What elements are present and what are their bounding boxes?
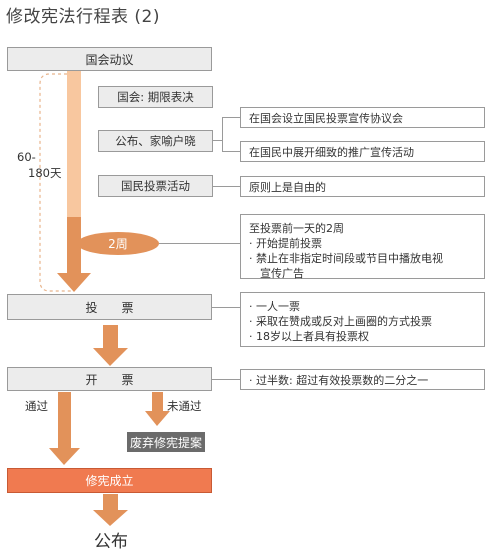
connector-announce-top — [222, 117, 240, 118]
step-vote: 投 票 — [7, 294, 212, 320]
period-range: 60- — [17, 150, 36, 164]
branch-pass-label: 通过 — [25, 399, 48, 413]
main-arrow-dark — [67, 217, 81, 273]
note-announce-campaign: 在国民中展开细致的推广宣传活动 — [240, 141, 485, 162]
step-announce: 公布、家喻户晓 — [98, 130, 213, 152]
step-proposal: 国会动议 — [7, 47, 212, 71]
connector-campaign — [213, 186, 240, 187]
note-campaign-free: 原则上是自由的 — [240, 176, 485, 197]
arrow-fail-head — [145, 411, 170, 426]
connector-count — [212, 379, 240, 380]
step-promulgate: 公布 — [94, 532, 128, 552]
period-bracket — [39, 73, 73, 292]
note-two-weeks: 至投票前一天的2周 · 开始提前投票 · 禁止在非指定时间段或节目中播放电视 宣… — [240, 214, 485, 280]
note-two-weeks-title: 至投票前一天的2周 — [249, 222, 344, 235]
step-count: 开 票 — [7, 367, 212, 391]
list-item: · 开始提前投票 — [249, 237, 322, 250]
list-item: · 禁止在非指定时间段或节目中播放电视 — [249, 252, 443, 265]
step-abandon: 废弃修宪提案 — [127, 432, 205, 452]
arrow-publish-head — [93, 510, 128, 526]
list-item: · 18岁以上者具有投票权 — [249, 330, 369, 343]
arrow-fail-shaft — [152, 392, 163, 411]
arrow-publish-shaft — [103, 494, 118, 510]
main-arrow-head — [57, 273, 91, 292]
connector-vote — [212, 307, 240, 308]
connector-announce-vertical — [222, 117, 223, 151]
arrow-vote-count-head — [93, 348, 128, 366]
step-established: 修宪成立 — [7, 468, 212, 493]
note-count-majority: · 过半数: 超过有效投票数的二分之一 — [240, 369, 485, 390]
connector-announce — [213, 140, 223, 141]
step-campaign: 国民投票活动 — [98, 175, 213, 197]
connector-two-weeks — [159, 243, 240, 244]
period-days: 180天 — [28, 166, 62, 180]
note-vote: · 一人一票 · 采取在赞成或反对上画圈的方式投票 · 18岁以上者具有投票权 — [240, 292, 485, 347]
step-deliberation: 国会: 期限表决 — [98, 86, 213, 108]
main-arrow-light — [67, 71, 81, 217]
arrow-pass-shaft — [58, 392, 71, 448]
note-announce-council: 在国会设立国民投票宣传协议会 — [240, 107, 485, 128]
list-item: · 采取在赞成或反对上画圈的方式投票 — [249, 315, 432, 328]
page-title: 修改宪法行程表 (2) — [6, 7, 160, 27]
two-weeks-badge: 2周 — [77, 232, 159, 255]
arrow-pass-head — [49, 448, 80, 465]
arrow-vote-count-shaft — [103, 325, 118, 348]
connector-announce-bottom — [222, 151, 240, 152]
branch-fail-label: 未通过 — [167, 399, 202, 413]
list-item: 宣传广告 — [249, 267, 304, 280]
list-item: · 一人一票 — [249, 300, 300, 313]
